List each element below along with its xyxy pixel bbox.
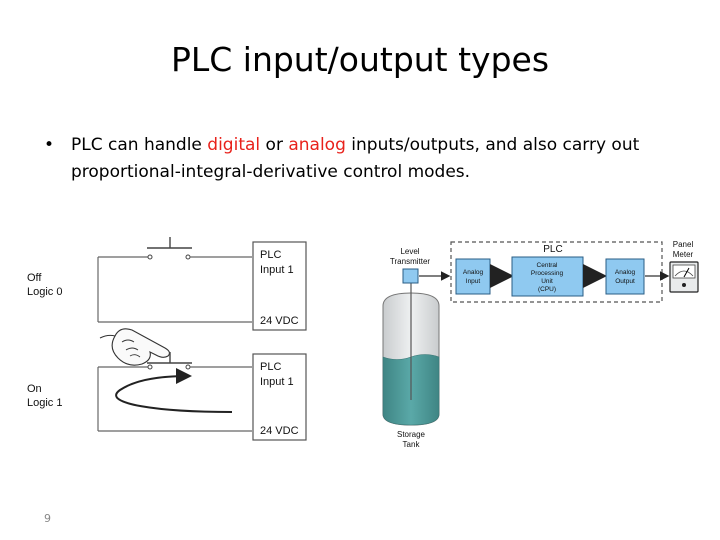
slide-number: 9 [44, 512, 51, 525]
highlight-analog: analog [288, 135, 346, 155]
panel-meter-icon [669, 261, 699, 293]
storage-tank-label-1: Storage [397, 430, 426, 439]
cpu-block [511, 256, 584, 297]
bullet-point: • PLC can handle digital or analog input… [44, 132, 684, 186]
cpu-label-1: Central [537, 262, 559, 269]
analog-input-block [455, 258, 491, 295]
current-flow-arrow [115, 368, 233, 413]
plc-top-supply: 24 VDC [260, 315, 299, 327]
bullet-prefix: PLC can handle [71, 135, 208, 155]
level-transmitter-label-1: Level [400, 247, 419, 256]
panel-meter-label-2: Meter [673, 250, 694, 259]
plc-top-input: Input 1 [260, 264, 294, 276]
plc-top-label: PLC [260, 249, 281, 261]
digital-input-diagram: PLC Input 1 24 VDC Off Logic 0 PLC [27, 237, 307, 441]
plc-bottom-label: PLC [260, 361, 281, 373]
finger-icon [99, 328, 170, 366]
on-circuit [97, 352, 252, 432]
highlight-digital: digital [207, 135, 261, 155]
logic-1-label: Logic 1 [27, 397, 62, 409]
panel-meter-label-1: Panel [673, 240, 694, 249]
cpu-label-2: Processing [531, 270, 564, 277]
cpu-label-3: Unit [541, 278, 553, 285]
storage-tank-label-2: Tank [403, 440, 421, 449]
bullet-joiner: or [260, 135, 289, 155]
plc-bottom-supply: 24 VDC [260, 425, 299, 437]
analog-input-label-1: Analog [463, 269, 484, 276]
cpu-label-4: (CPU) [538, 286, 556, 293]
slide-title: PLC input/output types [170, 40, 550, 79]
plc-enclosure-label: PLC [543, 244, 562, 255]
bullet-marker: • [44, 135, 55, 155]
level-transmitter-label-2: Transmitter [390, 257, 430, 266]
bullet-suffix: inputs/outputs, and also carry out propo… [71, 135, 640, 182]
logic-0-label: Logic 0 [27, 286, 62, 298]
off-label: Off [27, 272, 42, 284]
analog-loop-diagram: Level Transmitter Storage Tank PLC Analo… [382, 240, 699, 449]
analog-output-block [605, 258, 645, 295]
plc-box-top: PLC Input 1 24 VDC [252, 241, 307, 331]
plc-box-bottom: PLC Input 1 24 VDC [252, 353, 307, 441]
level-transmitter-box [402, 268, 419, 284]
analog-output-label-2: Output [615, 278, 635, 285]
bullet-text: PLC can handle digital or analog inputs/… [71, 132, 684, 186]
off-circuit [97, 237, 252, 323]
plc-bottom-input: Input 1 [260, 376, 294, 388]
on-label: On [27, 383, 42, 395]
storage-tank [382, 283, 440, 426]
analog-input-label-2: Input [466, 278, 481, 285]
analog-output-label-1: Analog [615, 269, 636, 276]
